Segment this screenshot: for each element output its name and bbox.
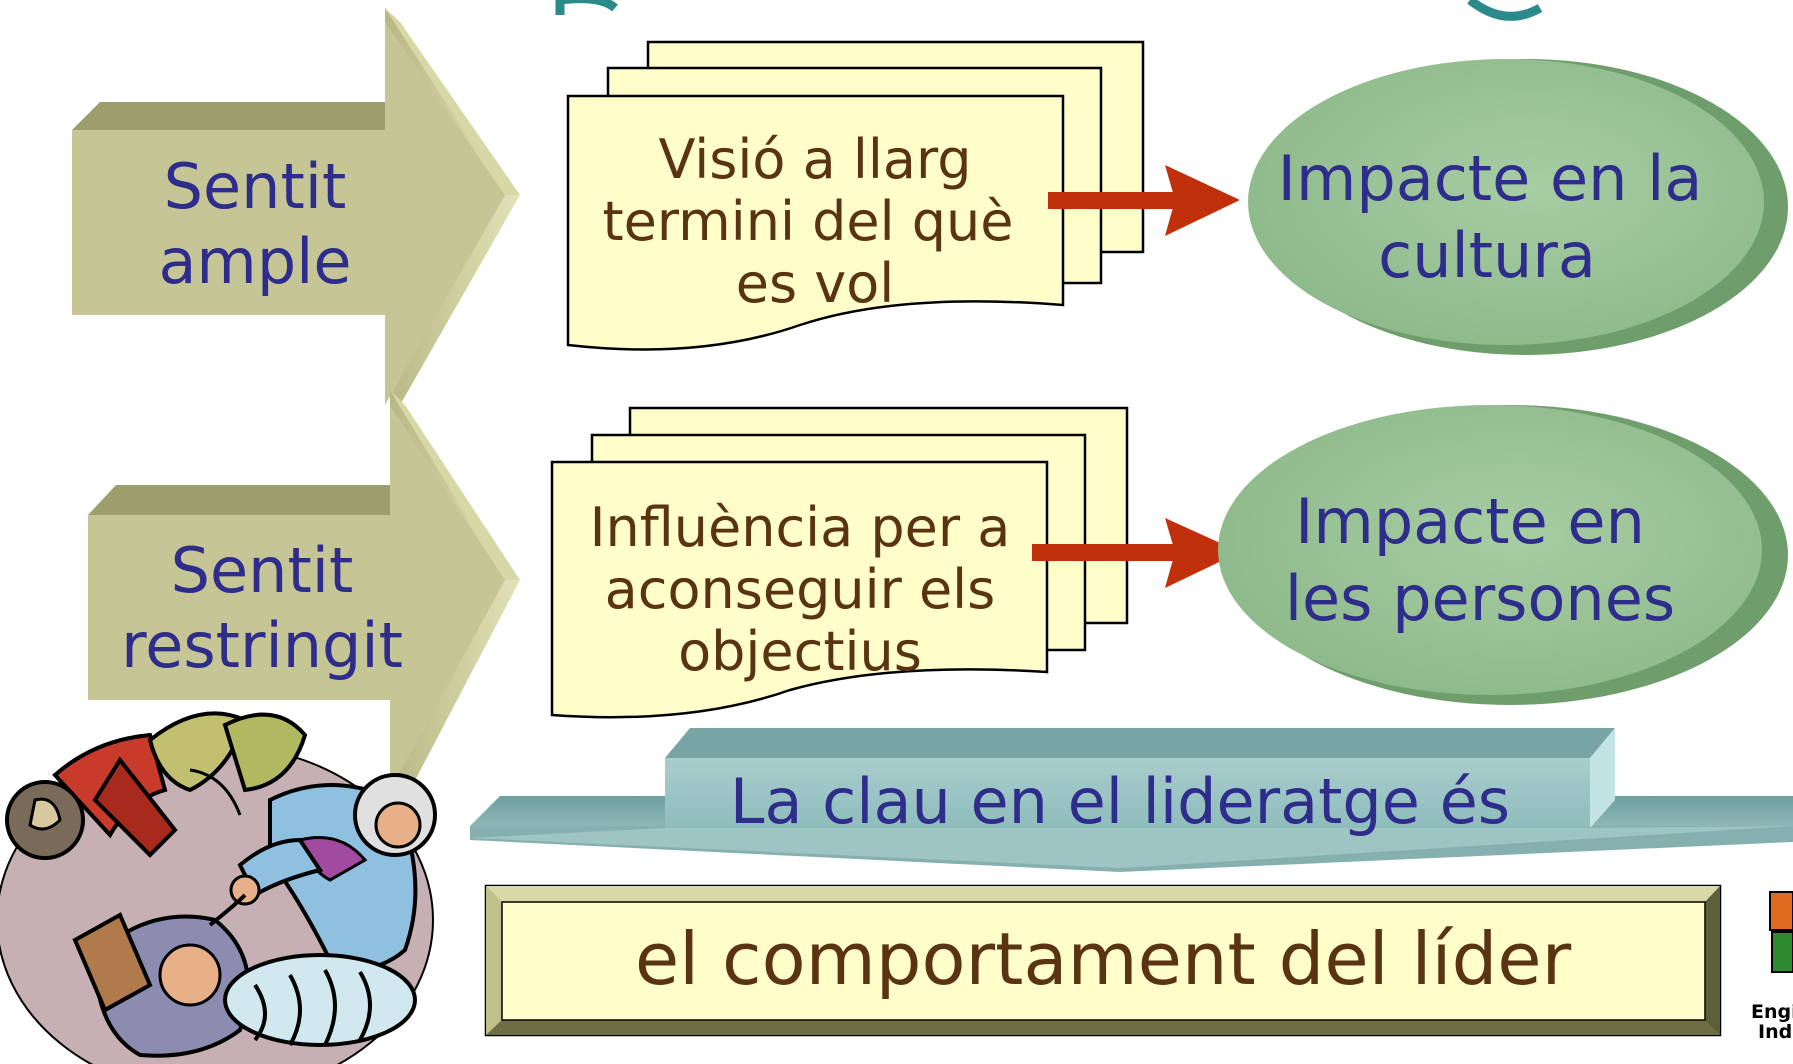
plant-leaf-shape [147, 711, 248, 793]
document-label-line: Visió a llarg [659, 128, 972, 191]
document-label-line: termini del què [602, 190, 1013, 253]
engineering-logo: Engin Indus [1751, 891, 1793, 1043]
arrow-label-line: Sentit [171, 534, 354, 607]
ellipse-label-line: Impacte en [1295, 485, 1645, 558]
banner-key: La clau en el lideratge és [470, 728, 1793, 872]
arrow-sentit-restringit: Sentit restringit [88, 390, 520, 790]
ellipse-label-line: cultura [1378, 219, 1596, 292]
ellipse-label-line: les persones [1285, 562, 1675, 635]
people-illustration [0, 711, 437, 1064]
logo-text-line: Indus [1758, 1021, 1793, 1043]
connector-arrow-2 [1032, 518, 1240, 588]
arrow-label-line: Sentit [164, 150, 347, 223]
document-stack-influence: Influència per a aconseguir els objectiu… [550, 406, 1129, 719]
slide-title-fragment [555, 0, 1543, 21]
document-label-line: Influència per a [590, 496, 1011, 559]
arrow-sentit-ample: Sentit ample [72, 8, 520, 405]
document-label-line: es vol [736, 252, 895, 315]
document-label-line: objectius [678, 620, 922, 683]
banner-label: La clau en el lideratge és [730, 765, 1510, 838]
arrow-label-line: restringit [121, 609, 403, 682]
key-box-label: el comportament del líder [635, 917, 1572, 1001]
document-stack-vision: Visió a llarg termini del què es vol [566, 40, 1145, 351]
key-box: el comportament del líder [484, 884, 1722, 1037]
ellipse-impact-people: Impacte en les persones [1218, 405, 1788, 705]
document-label-line: aconseguir els [605, 558, 996, 621]
logo-text-line: Engin [1751, 1001, 1793, 1023]
arrow-label-line: ample [158, 225, 351, 298]
ellipse-label-line: Impacte en la [1278, 142, 1703, 215]
ellipse-impact-culture: Impacte en la cultura [1248, 59, 1788, 355]
connector-arrow-1 [1048, 165, 1240, 236]
